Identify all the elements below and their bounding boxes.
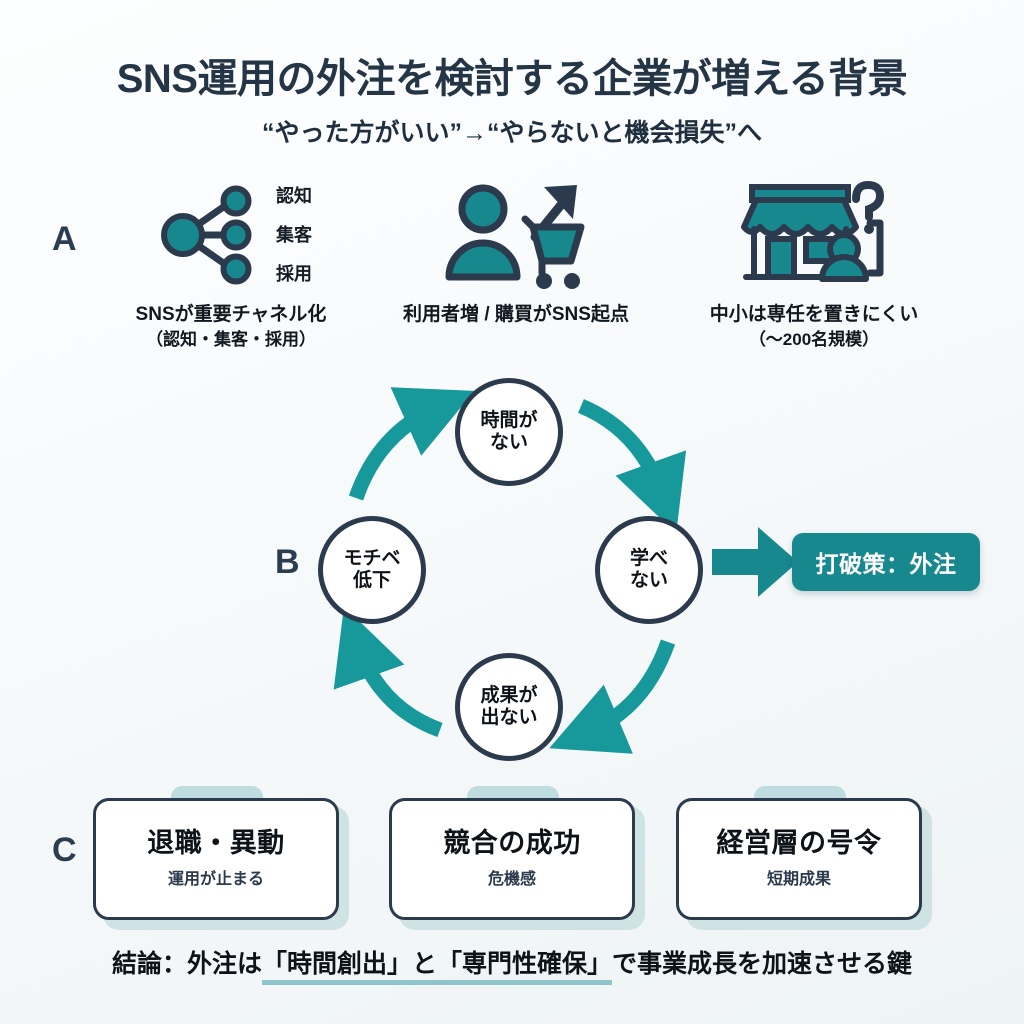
breakout-arrow-icon bbox=[712, 527, 798, 597]
card-subtitle: 短期成果 bbox=[766, 871, 831, 889]
row-a-subcaption-3: （〜200名規模） bbox=[748, 330, 880, 350]
conclusion-text: 結論：外注は「時間創出」と「専門性確保」で事業成長を加速させる鍵 bbox=[0, 944, 1024, 985]
page-title: SNS運用の外注を検討する企業が増える背景 bbox=[116, 57, 908, 101]
card-title: 経営層の号令 bbox=[716, 827, 882, 858]
row-a-caption-3: 中小は専任を置きにくい bbox=[709, 304, 919, 325]
row-a-caption-2: 利用者増 / 購買がSNS起点 bbox=[403, 304, 629, 325]
row-a-caption-1: SNSが重要チャネル化 bbox=[135, 304, 327, 325]
card-executive-order[interactable]: 経営層の号令 短期成果 bbox=[676, 786, 932, 930]
user-cart-growth-icon bbox=[376, 176, 656, 294]
cycle-node-no-time: 時間がない bbox=[455, 378, 563, 486]
section-label-c: C bbox=[52, 831, 77, 869]
card-retirement-transfer[interactable]: 退職・異動 運用が止まる bbox=[93, 786, 349, 930]
card-body: 退職・異動 運用が止まる bbox=[93, 798, 339, 920]
vicious-cycle-diagram: 時間がない 学べない 成果が出ない モチベ低下 bbox=[300, 368, 730, 768]
row-a-item-3: 中小は専任を置きにくい （〜200名規模） bbox=[664, 176, 964, 351]
conclusion-suffix: で事業成長を加速させる鍵 bbox=[612, 950, 913, 978]
cycle-node-low-motivation-label: モチベ低下 bbox=[343, 547, 401, 591]
row-a-item-2: 利用者増 / 購買がSNS起点 bbox=[376, 176, 656, 329]
cycle-node-no-results-label: 成果が出ない bbox=[480, 684, 538, 728]
section-label-a: A bbox=[52, 220, 77, 258]
card-title: 退職・異動 bbox=[147, 827, 285, 858]
share-network-icon: 認知 集客 採用 bbox=[86, 176, 376, 294]
cycle-node-cannot-learn-label: 学べない bbox=[629, 547, 668, 591]
storefront-question-icon bbox=[664, 176, 964, 294]
breakout-badge[interactable]: 打破策：外注 bbox=[792, 533, 980, 591]
page-subtitle: “やった方がいい”→“やらないと機会損失”へ bbox=[261, 119, 762, 147]
cycle-node-no-time-label: 時間がない bbox=[480, 409, 538, 453]
share-node-label-1: 認知 bbox=[276, 186, 312, 206]
cycle-node-low-motivation: モチベ低下 bbox=[318, 516, 426, 624]
cycle-node-no-results: 成果が出ない bbox=[455, 653, 563, 761]
card-subtitle: 運用が止まる bbox=[167, 871, 264, 889]
cycle-node-cannot-learn: 学べない bbox=[595, 516, 703, 624]
card-body: 経営層の号令 短期成果 bbox=[676, 798, 922, 920]
card-body: 競合の成功 危機感 bbox=[389, 798, 635, 920]
share-node-label-3: 採用 bbox=[276, 264, 312, 284]
card-subtitle: 危機感 bbox=[487, 871, 536, 889]
section-label-b: B bbox=[275, 543, 300, 581]
conclusion-prefix: 結論：外注は bbox=[111, 950, 262, 978]
row-a-item-1: 認知 集客 採用 SNSが重要チャネル化 （認知・集客・採用） bbox=[86, 176, 376, 351]
row-a-subcaption-1: （認知・集客・採用） bbox=[146, 330, 316, 350]
cycle-arrows bbox=[333, 387, 687, 754]
share-node-labels: 認知 集客 採用 bbox=[276, 187, 312, 283]
share-node-label-2: 集客 bbox=[276, 225, 312, 245]
card-title: 競合の成功 bbox=[443, 827, 581, 858]
conclusion-highlight: 「時間創出」と「専門性確保」 bbox=[261, 950, 612, 985]
card-competitor-success[interactable]: 競合の成功 危機感 bbox=[389, 786, 645, 930]
